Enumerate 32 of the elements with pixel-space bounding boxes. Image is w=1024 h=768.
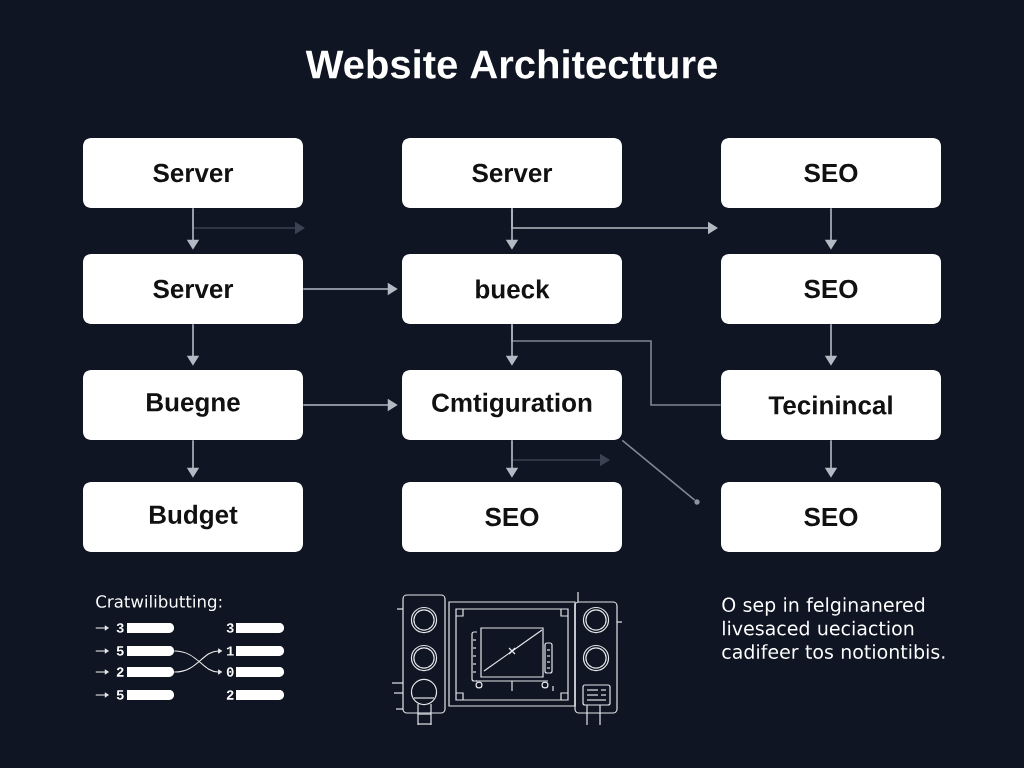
numbered-bar: 1 bbox=[226, 646, 284, 656]
list-heading: Cratwilibutting: bbox=[96, 595, 222, 612]
note-text: O sep in felginanered livesaced ueciaction cadifeer tos notiontibis. bbox=[722, 597, 945, 659]
process-box: SEO bbox=[402, 482, 622, 552]
connector-line bbox=[621, 439, 696, 501]
numbered-bar: 5 bbox=[116, 646, 174, 656]
numbered-bar: 2 bbox=[226, 690, 284, 700]
numbered-bar: 3 bbox=[226, 623, 284, 633]
node-label: 2 bbox=[116, 667, 124, 677]
node-label: 2 bbox=[226, 690, 234, 700]
process-box: SEO bbox=[721, 482, 941, 552]
numbered-bar: 0 bbox=[226, 667, 284, 677]
process-box: Tecinincal bbox=[721, 370, 941, 440]
node-label: 3 bbox=[226, 623, 234, 633]
process-box: Server bbox=[83, 254, 303, 324]
process-box: Cmtiguration bbox=[402, 370, 622, 440]
process-box: SEO bbox=[721, 254, 941, 324]
process-box: Buegne bbox=[83, 370, 303, 440]
numbered-bar: 5 bbox=[116, 690, 174, 700]
title: Website Architectture bbox=[305, 49, 717, 79]
node-label: 3 bbox=[116, 623, 124, 633]
node-label: 0 bbox=[226, 667, 234, 677]
node-label: 1 bbox=[226, 646, 234, 656]
process-box: bueck bbox=[402, 254, 622, 324]
process-box: Server bbox=[83, 138, 303, 208]
node-label: 5 bbox=[116, 646, 124, 656]
numbered-bar: 3 bbox=[116, 623, 174, 633]
process-box: SEO bbox=[721, 138, 941, 208]
process-box: Budget bbox=[83, 482, 303, 552]
node-label: 5 bbox=[116, 690, 124, 700]
numbered-bar: 2 bbox=[116, 667, 174, 677]
process-box: Server bbox=[402, 138, 622, 208]
